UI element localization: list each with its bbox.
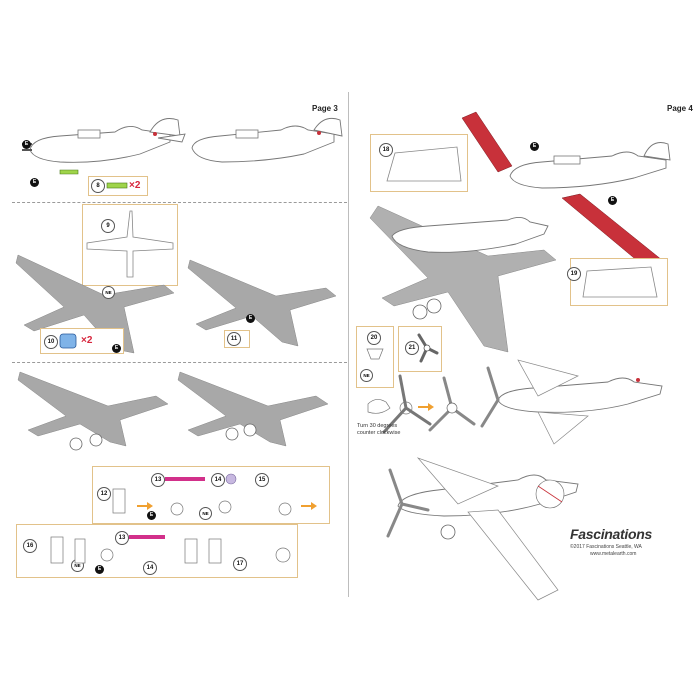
part-marker-ne: NE: [199, 507, 212, 520]
step-number: 16: [23, 539, 37, 553]
step-number: 20: [367, 331, 381, 345]
step-number: 18: [379, 143, 393, 157]
part-marker-e: E: [608, 196, 617, 205]
step-19-callout: 19: [567, 258, 668, 306]
step-number: 12: [97, 487, 111, 501]
section-divider: [12, 202, 347, 203]
completed-plane-diagram: [386, 457, 579, 601]
step-number: 14: [143, 561, 157, 575]
quantity-label: ×2: [81, 335, 93, 346]
fuselage-diagram-after: [191, 117, 343, 163]
part-marker-e: E: [246, 314, 255, 323]
fuselage-with-wings-red: [461, 111, 671, 269]
page-4: Page 4: [351, 0, 700, 700]
step-9-callout: 9: [82, 204, 178, 286]
wing-silhouette-after: [187, 259, 337, 347]
fuselage-diagram-before: [22, 118, 186, 175]
step-number: 11: [227, 332, 241, 346]
step-number: 17: [233, 557, 247, 571]
landing-gear-assembly: [50, 536, 291, 564]
steps-12-15-callout: 12 13 14 15 E NE: [92, 466, 330, 524]
page-divider: [348, 92, 349, 597]
part-13-icon: [129, 535, 165, 539]
step-number: 10: [44, 335, 58, 349]
part-8-icon: [106, 182, 128, 189]
part-10-icon: [59, 333, 77, 349]
step-number: 8: [91, 179, 105, 193]
brand-logo: Fascinations: [570, 526, 652, 542]
propeller-assembly-diagram: [367, 374, 476, 434]
wing-panel-diagram: [386, 146, 462, 182]
step-8-callout: 8 ×2: [88, 176, 148, 196]
part-14-icon: [225, 473, 237, 485]
part-marker-e: E: [95, 565, 104, 574]
step-number: 9: [101, 219, 115, 233]
website-text: www.metalearth.com: [590, 551, 637, 557]
quantity-label: ×2: [129, 180, 141, 191]
tail-plane-diagram: [86, 210, 174, 278]
page-number-label: Page 4: [667, 104, 693, 113]
part-marker-ne: NE: [360, 369, 373, 382]
spinner-part-icon: [366, 348, 384, 360]
propeller-part-icon: [417, 333, 439, 363]
part-marker-e: E: [22, 140, 31, 149]
section-divider: [12, 362, 347, 363]
copyright-text: ©2017 Fascinations Seattle, WA: [570, 544, 642, 550]
page-number-label: Page 3: [312, 104, 338, 113]
wing-gear-after: [177, 371, 329, 447]
steps-16-17-callout: 16 13 14 17 NE E: [16, 524, 298, 578]
wing-panel-diagram: [582, 266, 658, 298]
part-13-icon: [165, 477, 205, 481]
step-18-callout: 18: [370, 134, 468, 192]
step-21-callout: 21: [398, 326, 442, 372]
part-marker-e: E: [530, 142, 539, 151]
step-number: 13: [115, 531, 129, 545]
part-marker-e: E: [147, 511, 156, 520]
plane-with-wings-grey: [369, 205, 557, 353]
step-11-callout: 11: [224, 330, 250, 348]
step-number: 19: [567, 267, 581, 281]
part-marker-ne: NE: [102, 286, 115, 299]
step-number: 14: [211, 473, 225, 487]
step-number: 13: [151, 473, 165, 487]
wing-gear-before: [17, 371, 169, 451]
step-10-callout: 10 ×2: [40, 328, 124, 354]
step-20-callout: 20 NE: [356, 326, 394, 388]
plane-propeller-view: [480, 359, 663, 445]
page-3: Page 3: [0, 0, 349, 700]
part-marker-e: E: [112, 344, 121, 353]
part-marker-e: E: [30, 178, 39, 187]
landing-gear-subassembly: [112, 488, 317, 516]
step-number: 21: [405, 341, 419, 355]
rotation-instruction: Turn 30 degrees counter clockwise: [357, 423, 401, 436]
step-number: 15: [255, 473, 269, 487]
